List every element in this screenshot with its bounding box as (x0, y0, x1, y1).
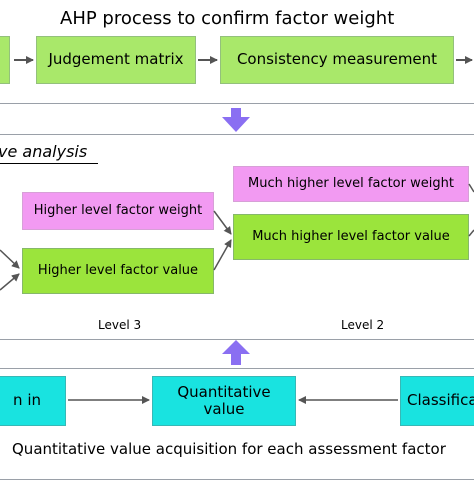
classification-label: Classifica (407, 391, 474, 410)
cutoff-box-left (0, 36, 10, 84)
purple-arrow-bottom (222, 340, 250, 365)
quantitative-value-label-line2: value (203, 400, 245, 418)
analysis-section-label: ve analysis (0, 142, 88, 161)
consistency-measurement-label: Consistency measurement (236, 50, 438, 69)
judgement-matrix-label: Judgement matrix (48, 50, 184, 69)
analysis-section-underline (0, 163, 98, 164)
much-higher-level-weight-label: Much higher level factor weight (248, 175, 454, 191)
judgement-matrix-box: Judgement matrix (36, 36, 196, 84)
cutoff-box-bottom-left-label: n in (13, 391, 41, 410)
much-higher-level-value-box: Much higher level factor value (233, 214, 469, 260)
higher-level-weight-label: Higher level factor weight (33, 202, 203, 218)
higher-level-value-box: Higher level factor value (22, 248, 214, 294)
level-3-label: Level 3 (98, 318, 142, 332)
ahp-panel-title: AHP process to confirm factor weight (60, 8, 395, 29)
level-2-label: Level 2 (341, 318, 385, 332)
consistency-measurement-box: Consistency measurement (220, 36, 454, 84)
quantitative-value-box: Quantitative value (152, 376, 296, 426)
classification-box: Classifica (400, 376, 474, 426)
higher-level-weight-box: Higher level factor weight (22, 192, 214, 230)
cutoff-box-bottom-left: n in (0, 376, 66, 426)
higher-level-value-label: Higher level factor value (37, 262, 199, 278)
much-higher-level-weight-box: Much higher level factor weight (233, 166, 469, 202)
purple-arrow-top (222, 108, 250, 132)
quantitative-value-label-line1: Quantitative (177, 382, 271, 401)
much-higher-level-value-label: Much higher level factor value (252, 228, 450, 244)
quantitative-panel-caption: Quantitative value acquisition for each … (12, 440, 446, 458)
